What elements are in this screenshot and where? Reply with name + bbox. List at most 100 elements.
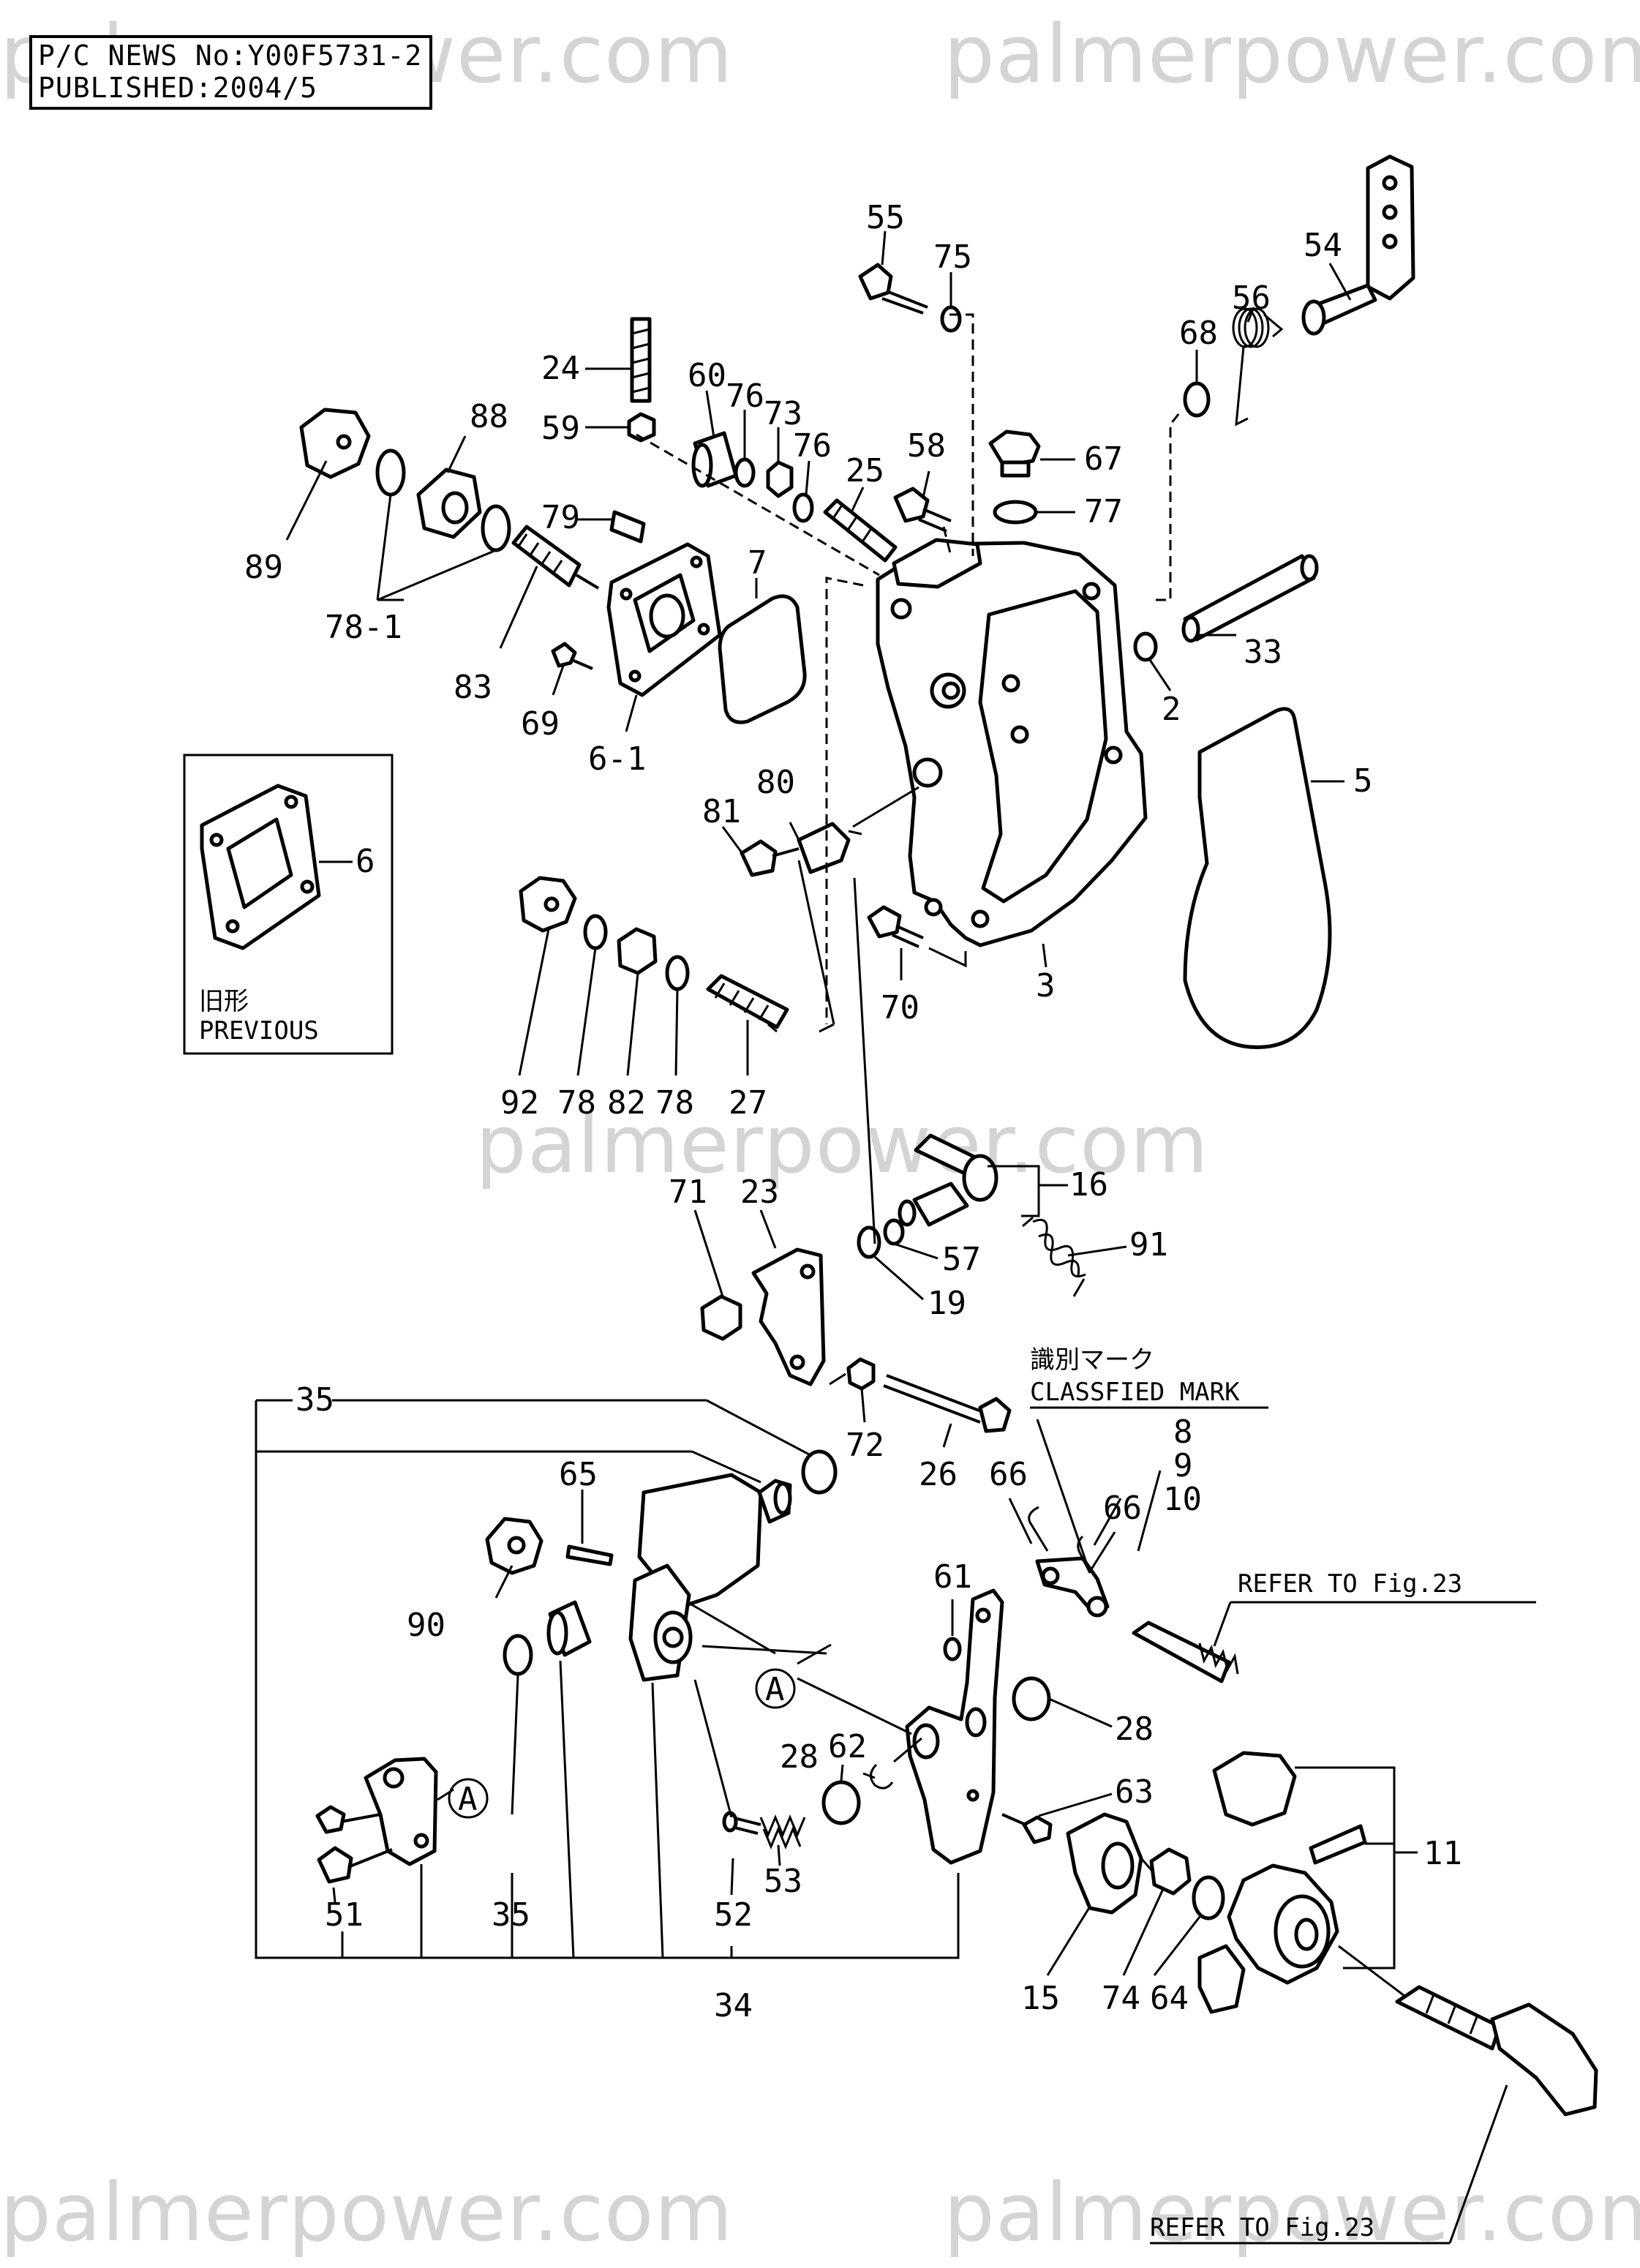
inset-part-number: 6 (356, 843, 375, 880)
callout-5: 5 (1353, 762, 1373, 800)
part-28-washer-left (821, 1780, 861, 1825)
callout-53: 53 (764, 1863, 802, 1900)
part-control-rod (1132, 1621, 1239, 1683)
part-35-governor-lever (628, 1473, 763, 1682)
part-92-cap-nut (519, 876, 577, 933)
callout-65: 65 (559, 1456, 598, 1493)
callout-74: 74 (1102, 1980, 1140, 2017)
part-15-weight-holder (1066, 1812, 1143, 1915)
part-76-washer-a (734, 457, 756, 488)
callout-55: 55 (866, 199, 905, 236)
callout-92: 92 (500, 1084, 539, 1122)
part-3-governor-housing (876, 538, 1148, 947)
callout-6-1: 6-1 (588, 740, 646, 778)
callout-25: 25 (846, 452, 884, 489)
part-56-spring (1232, 307, 1284, 427)
part-26-bolt (883, 1374, 1012, 1433)
part-90-cap-nut (485, 1517, 543, 1575)
callout-57: 57 (942, 1241, 981, 1278)
callout-70: 70 (881, 989, 919, 1026)
callout-8: 8 (1173, 1413, 1193, 1451)
part-58-bolt (893, 487, 952, 533)
callout-81: 81 (702, 793, 741, 830)
callout-80: 80 (756, 764, 795, 801)
callout-23: 23 (740, 1174, 779, 1211)
callout-78-a: 78 (557, 1084, 596, 1122)
part-65-pin (565, 1544, 614, 1566)
part-35-sleeve (546, 1600, 592, 1657)
part-78-washer-a (583, 914, 608, 950)
part-35-bushing (757, 1479, 792, 1524)
callout-68: 68 (1179, 315, 1218, 352)
callout-a-1: A (765, 1671, 785, 1708)
callout-28-left: 28 (780, 1738, 819, 1776)
callout-82: 82 (607, 1084, 646, 1122)
part-16-lever-shaft (898, 1133, 998, 1227)
callout-72: 72 (846, 1427, 884, 1464)
part-66-split-pin-b (1077, 1535, 1091, 1574)
callout-69: 69 (521, 705, 560, 743)
part-71-nut (700, 1294, 742, 1341)
callout-2: 2 (1162, 691, 1181, 728)
callout-89: 89 (244, 549, 283, 586)
part-61-washer (943, 1637, 962, 1661)
inset-previous-box (183, 754, 394, 1055)
callout-66-a: 66 (989, 1456, 1028, 1493)
callout-76-a: 76 (726, 378, 764, 415)
part-25-stud (823, 498, 898, 563)
callout-60: 60 (688, 357, 726, 394)
part-27-adjust-screw (706, 974, 789, 1029)
callout-73: 73 (764, 395, 802, 432)
part-63-screw (1001, 1813, 1053, 1844)
classified-mark-japanese: 識別マーク (1030, 1345, 1154, 1375)
part-82-nut (617, 927, 658, 975)
callout-67: 67 (1084, 440, 1123, 478)
callout-58: 58 (907, 427, 946, 465)
callout-78-1: 78-1 (325, 609, 402, 646)
callout-26: 26 (919, 1456, 958, 1493)
callout-35-top: 35 (296, 1381, 334, 1419)
callout-11: 11 (1423, 1835, 1462, 1872)
callout-90: 90 (407, 1607, 445, 1644)
callout-62: 62 (828, 1728, 867, 1765)
callout-34: 34 (714, 1987, 753, 2024)
part-51-bolt-upper (315, 1805, 381, 1834)
part-62-clip (870, 1763, 894, 1790)
part-83-adjust-screw (511, 525, 600, 590)
inset-label-japanese: 旧形 (199, 987, 249, 1016)
part-70-bolt (867, 905, 924, 948)
callout-54: 54 (1304, 227, 1342, 264)
part-2-o-ring (1133, 631, 1158, 662)
part-55-bolt (858, 263, 928, 315)
part-24-stud (630, 317, 652, 403)
part-73-nut (766, 460, 794, 498)
callout-19: 19 (928, 1285, 966, 1322)
callout-27: 27 (729, 1084, 767, 1122)
part-81-bolt (740, 839, 800, 877)
callout-66-b: 66 (1103, 1490, 1142, 1527)
part-88-nut (416, 468, 482, 539)
callout-91: 91 (1129, 1226, 1168, 1263)
document-header: P/C NEWS No:Y00F5731-2 PUBLISHED:2004/5 (29, 35, 433, 110)
callout-24: 24 (541, 350, 580, 387)
refer-to-fig23-bottom: REFER TO Fig.23 (1150, 2213, 1374, 2242)
callout-88: 88 (470, 398, 508, 435)
part-91-spring (1022, 1216, 1086, 1297)
part-34-governor-lever (905, 1588, 1004, 1865)
part-68-clip (1183, 381, 1211, 418)
part-80-bracket (797, 822, 862, 874)
inset-label-previous: PREVIOUS (199, 1016, 319, 1045)
part-52-pin (722, 1811, 761, 1835)
part-76-washer-b (792, 492, 814, 523)
callout-15: 15 (1021, 1980, 1060, 2017)
published-date: PUBLISHED:2004/5 (38, 72, 318, 104)
watermark-top-right: palmerpower.com (944, 7, 1640, 101)
callout-35-bottom: 35 (492, 1896, 530, 1934)
part-23-lever-plate (751, 1247, 826, 1386)
callout-83: 83 (454, 669, 492, 706)
callout-10: 10 (1163, 1481, 1202, 1518)
part-79-screw (609, 510, 646, 544)
part-6-1-cover-plate (606, 542, 722, 697)
callout-a-2: A (458, 1781, 478, 1818)
